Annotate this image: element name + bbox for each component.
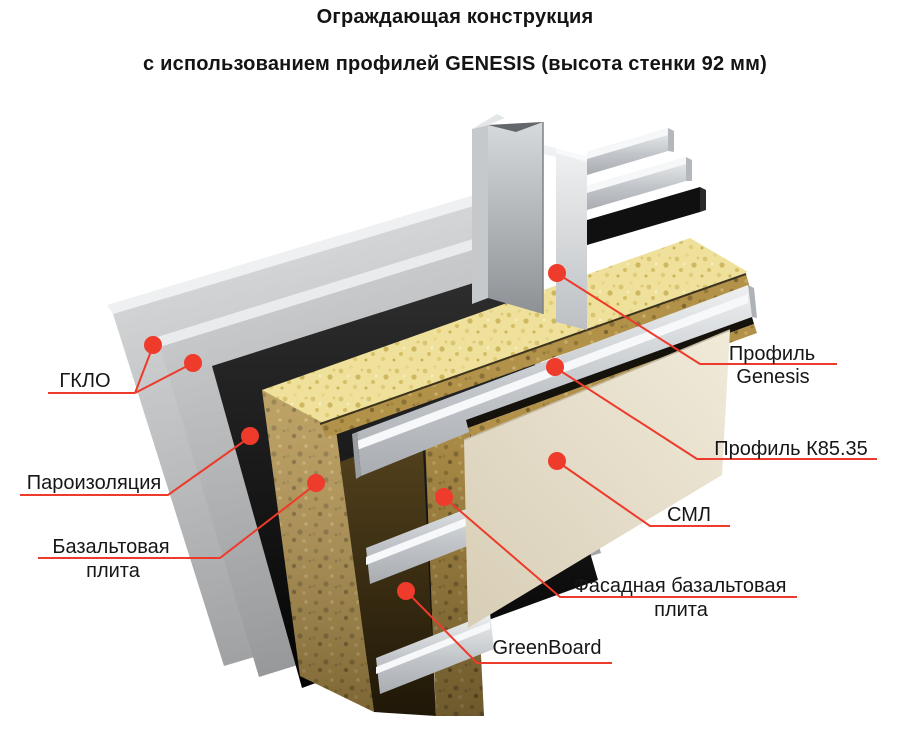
annotation-dots — [144, 264, 566, 600]
sml-board — [464, 330, 730, 628]
label-gklo: ГКЛО — [59, 370, 110, 392]
marker-dot-genesis — [548, 264, 566, 282]
label-facade-basalt-line1: Фасадная базальтовая — [574, 575, 787, 597]
leader-sml — [557, 461, 730, 527]
wall-assembly — [107, 114, 757, 716]
mineral-wool-top-face — [262, 238, 748, 424]
vapor-barrier-top-band — [587, 187, 700, 245]
sml-top-edge-line — [463, 329, 731, 441]
page-subtitle: с использованием профилей GENESIS (высот… — [143, 53, 767, 75]
top-rail-1-highlight — [587, 128, 668, 159]
label-basalt-slab-line1: Базальтовая — [52, 536, 169, 558]
marker-dot-gklo-2 — [184, 354, 202, 372]
stud-left-flange-lip — [472, 114, 505, 129]
leader-vapor-barrier — [20, 436, 251, 496]
stud-right-flange — [556, 148, 587, 330]
stud-web — [488, 122, 543, 314]
leader-basalt-slab — [38, 483, 317, 559]
leader-genesis — [557, 273, 837, 365]
facade-basalt-top-band — [320, 274, 750, 438]
label-k85: Профиль К85.35 — [714, 438, 868, 460]
label-genesis-line1: Профиль — [729, 343, 815, 365]
marker-dot-basalt-slab — [307, 474, 325, 492]
marker-dot-greenboard — [397, 582, 415, 600]
annotation-lines — [20, 273, 877, 664]
label-sml: СМЛ — [667, 504, 711, 526]
leader-k85 — [555, 367, 877, 460]
wool-facade-shadow-line — [319, 273, 747, 425]
top-rail-2-end-cap — [686, 157, 692, 181]
stud-right-flange-top-edge — [556, 148, 587, 162]
label-facade-basalt-line2: плита — [654, 599, 709, 621]
label-vapor-barrier: Пароизоляция — [27, 472, 162, 494]
k85-rail-top-lip — [352, 432, 361, 479]
top-rail-2-highlight — [587, 157, 686, 193]
leader-greenboard — [406, 591, 612, 664]
stud-inner-shadow — [488, 122, 543, 132]
leader-gklo — [48, 345, 194, 394]
facade-black-edge — [466, 317, 754, 428]
stud-lip-notch — [543, 145, 556, 157]
gypsum-board-outer-top-edge — [107, 192, 490, 314]
mineral-wool-cut-face-shading — [262, 390, 374, 712]
marker-dot-sml — [548, 452, 566, 470]
label-genesis-line2: Genesis — [736, 366, 809, 388]
annotation-labels: ГКЛО Пароизоляция Базальтовая плита Проф… — [27, 343, 868, 659]
marker-dot-gklo-1 — [144, 336, 162, 354]
k85-rail-bottom-highlight — [376, 622, 490, 674]
page-title: Ограждающая конструкция — [316, 6, 594, 28]
genesis-stud — [472, 114, 587, 330]
stud-left-flange — [472, 125, 488, 304]
k85-rail-top-end-cap — [748, 285, 757, 318]
marker-dot-k85 — [546, 358, 564, 376]
marker-dot-vapor-barrier — [241, 427, 259, 445]
label-greenboard: GreenBoard — [493, 637, 602, 659]
leader-facade-basalt — [444, 497, 797, 598]
vapor-barrier-top-band-cap — [700, 187, 706, 212]
gypsum-board-inner-top-edge — [154, 234, 495, 347]
marker-dot-facade-basalt — [435, 488, 453, 506]
top-rail-1-end-cap — [668, 128, 674, 152]
label-basalt-slab-line2: плита — [86, 560, 141, 582]
